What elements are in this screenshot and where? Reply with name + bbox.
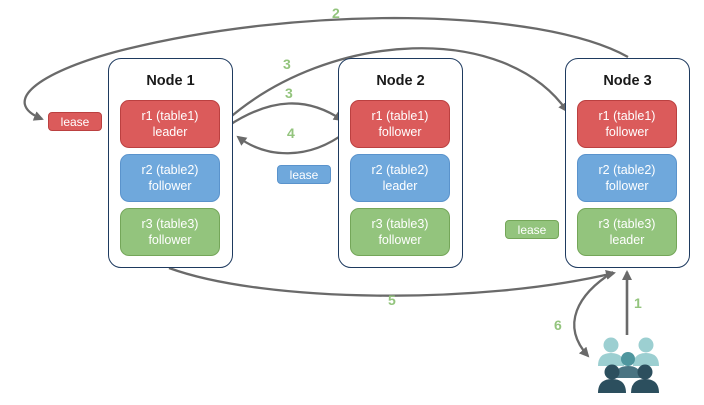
arrow-step-3-to-node3: [226, 47, 569, 121]
step-label-1: 1: [634, 295, 642, 311]
replica-role: follower: [378, 233, 422, 247]
node-1-replica-r3: r3 (table3) follower: [120, 208, 220, 256]
node-2-replica-r3: r3 (table3) follower: [350, 208, 450, 256]
node-2-replica-r2: r2 (table2) leader: [350, 154, 450, 202]
node-2-title: Node 2: [376, 73, 425, 89]
node-3-title: Node 3: [603, 73, 652, 89]
replica-role: follower: [605, 179, 649, 193]
step-label-3b: 3: [285, 85, 293, 101]
step-label-2: 2: [332, 5, 340, 21]
replica-name: r1 (table1): [598, 108, 656, 123]
step-label-6: 6: [554, 317, 562, 333]
replica-role: leader: [382, 179, 418, 193]
replica-role: leader: [609, 233, 645, 247]
lease-badge-blue: lease: [277, 165, 331, 184]
lease-badge-red: lease: [48, 112, 102, 131]
replica-name: r3 (table3): [371, 216, 429, 231]
replica-name: r2 (table2): [141, 162, 199, 177]
node-3-replica-r2: r2 (table2) follower: [577, 154, 677, 202]
arrow-step-4: [236, 131, 347, 155]
node-2-replica-r1: r1 (table1) follower: [350, 100, 450, 148]
step-label-5: 5: [388, 292, 396, 308]
node-1-replica-r2: r2 (table2) follower: [120, 154, 220, 202]
node-1: Node 1 r1 (table1) leader r2 (table2) fo…: [108, 58, 233, 268]
users-group-icon: [598, 337, 659, 393]
replica-name: r3 (table3): [598, 216, 656, 231]
step-label-3a: 3: [283, 56, 291, 72]
arrow-step-3-to-node2: [227, 102, 344, 127]
arrow-step-6: [573, 271, 614, 358]
node-1-replica-r1: r1 (table1) leader: [120, 100, 220, 148]
node-2: Node 2 r1 (table1) follower r2 (table2) …: [338, 58, 463, 268]
replica-name: r3 (table3): [141, 216, 199, 231]
node-3-replica-r1: r1 (table1) follower: [577, 100, 677, 148]
replica-name: r1 (table1): [371, 108, 429, 123]
node-3-replica-r3: r3 (table3) leader: [577, 208, 677, 256]
replica-name: r1 (table1): [141, 108, 199, 123]
arrow-step-5: [168, 266, 616, 297]
arrow-step-2: [23, 16, 629, 121]
lease-badge-green: lease: [505, 220, 559, 239]
node-3: Node 3 r1 (table1) follower r2 (table2) …: [565, 58, 690, 268]
replica-role: leader: [152, 125, 188, 139]
replica-name: r2 (table2): [598, 162, 656, 177]
replica-role: follower: [148, 179, 192, 193]
step-label-4: 4: [287, 125, 295, 141]
node-1-title: Node 1: [146, 73, 195, 89]
replica-name: r2 (table2): [371, 162, 429, 177]
replica-role: follower: [378, 125, 422, 139]
replica-role: follower: [605, 125, 649, 139]
replica-role: follower: [148, 233, 192, 247]
